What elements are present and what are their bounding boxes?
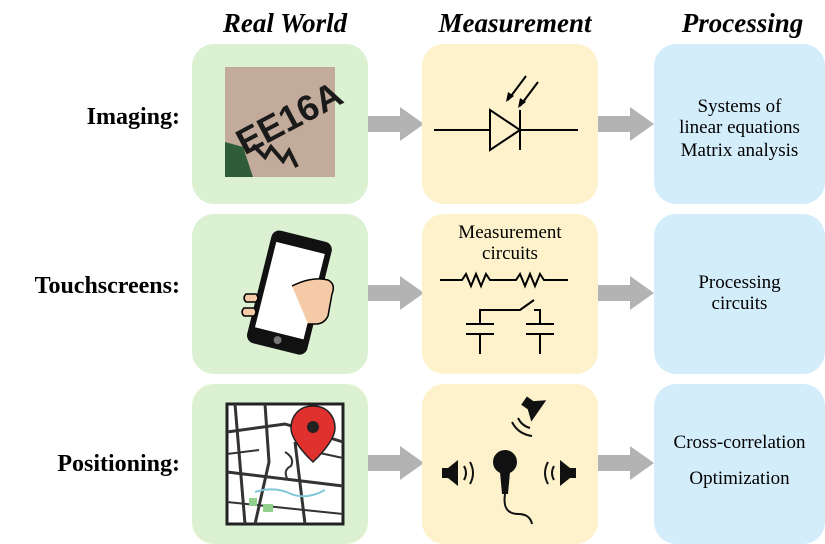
- processing-line: circuits: [711, 293, 768, 314]
- processing-line: Matrix analysis: [680, 140, 799, 161]
- row-label-positioning: Positioning:: [57, 451, 180, 477]
- arrow-positioning-2: [598, 446, 654, 480]
- header-processing: Processing: [681, 8, 804, 38]
- row-label-imaging: Imaging:: [86, 104, 180, 130]
- row-label-touchscreens: Touchscreens:: [34, 273, 180, 299]
- map-with-pin-icon: [225, 402, 345, 526]
- measurement-box-positioning: [422, 384, 598, 544]
- processing-line: linear equations: [679, 117, 800, 138]
- processing-box-positioning: Cross-correlation Optimization: [654, 384, 825, 544]
- arrow-imaging-2: [598, 107, 654, 141]
- processing-line: Cross-correlation: [673, 432, 806, 453]
- measurement-box-touchscreens: Measurement circuits: [422, 214, 598, 374]
- photodiode-symbol-icon: [434, 75, 578, 152]
- real-world-box-positioning: [192, 384, 368, 544]
- processing-line: Optimization: [689, 468, 790, 489]
- arrow-touchscreens-2: [598, 276, 654, 310]
- header-real-world: Real World: [222, 8, 348, 38]
- measurement-label: circuits: [482, 243, 538, 264]
- processing-box-touchscreens: Processing circuits: [654, 214, 825, 374]
- speaker-top-icon: [511, 396, 547, 437]
- real-world-box-imaging: EE16A: [192, 44, 368, 204]
- header-measurement: Measurement: [438, 8, 592, 38]
- arrow-touchscreens-1: [368, 276, 424, 310]
- processing-line: Systems of: [697, 96, 782, 117]
- processing-line: Processing: [698, 272, 781, 293]
- microphone-and-speakers-icon: [442, 396, 576, 525]
- ee16a-photo: EE16A: [225, 67, 349, 177]
- hand-holding-phone-icon: [241, 230, 335, 355]
- processing-box-imaging: Systems of linear equations Matrix analy…: [654, 44, 825, 204]
- resistor-capacitor-circuit-icon: [440, 271, 568, 354]
- measurement-label: Measurement: [458, 222, 562, 243]
- arrow-positioning-1: [368, 446, 424, 480]
- real-world-box-touchscreens: [192, 214, 368, 374]
- measurement-box-imaging: [422, 44, 598, 204]
- arrow-imaging-1: [368, 107, 424, 141]
